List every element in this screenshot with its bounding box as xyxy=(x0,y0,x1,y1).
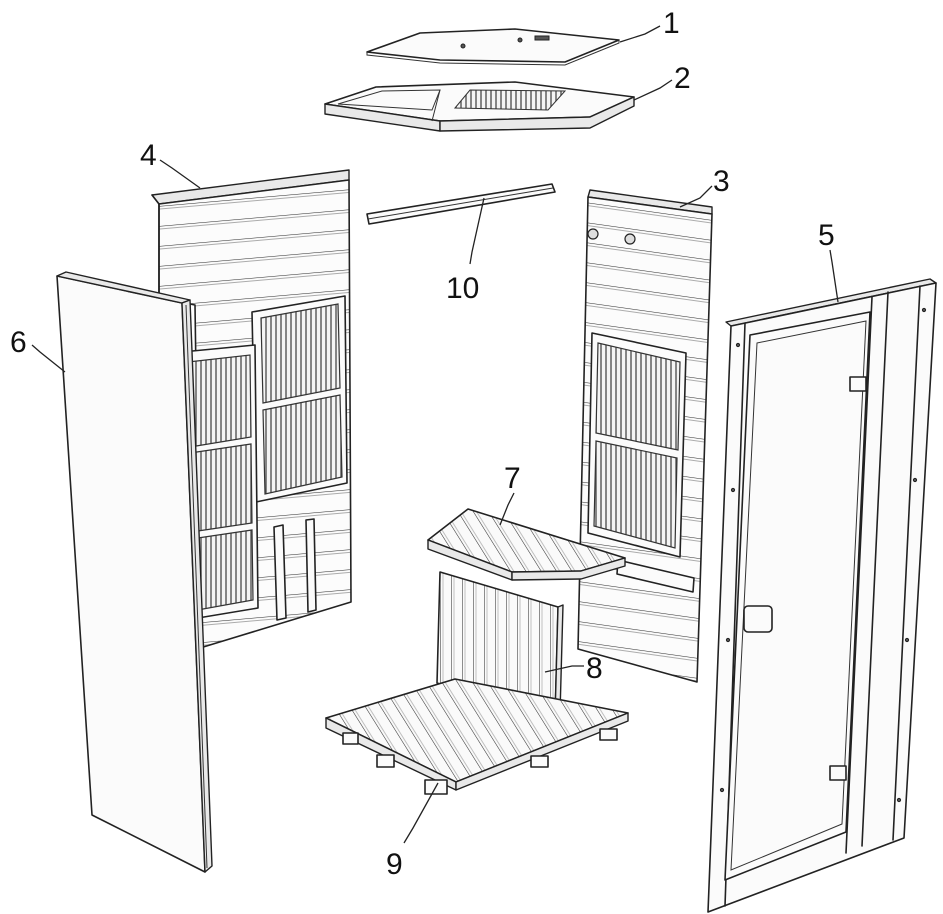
part-10-crossbar xyxy=(366,183,556,225)
part-9-floor xyxy=(325,678,629,795)
callout-2: 2 xyxy=(674,62,691,95)
callout-6: 6 xyxy=(10,326,27,359)
callout-7: 7 xyxy=(504,462,521,495)
callout-8: 8 xyxy=(586,652,603,685)
part-1-roof-cover xyxy=(366,28,620,66)
callout-5: 5 xyxy=(818,219,835,252)
part-3-right-wall xyxy=(577,189,713,683)
part-2-roof-frame xyxy=(324,81,635,132)
part-6-side-wall xyxy=(56,271,213,873)
callout-labels: 1 2 3 4 5 6 7 8 9 10 xyxy=(10,7,835,881)
callout-1: 1 xyxy=(663,7,680,40)
part-5-door-wall xyxy=(707,278,937,913)
callout-9: 9 xyxy=(386,848,403,881)
callout-3: 3 xyxy=(713,165,730,198)
callout-4: 4 xyxy=(140,139,157,172)
callout-10: 10 xyxy=(446,272,479,305)
leader-lines xyxy=(31,25,839,844)
part-7-bench-seat xyxy=(427,508,626,581)
